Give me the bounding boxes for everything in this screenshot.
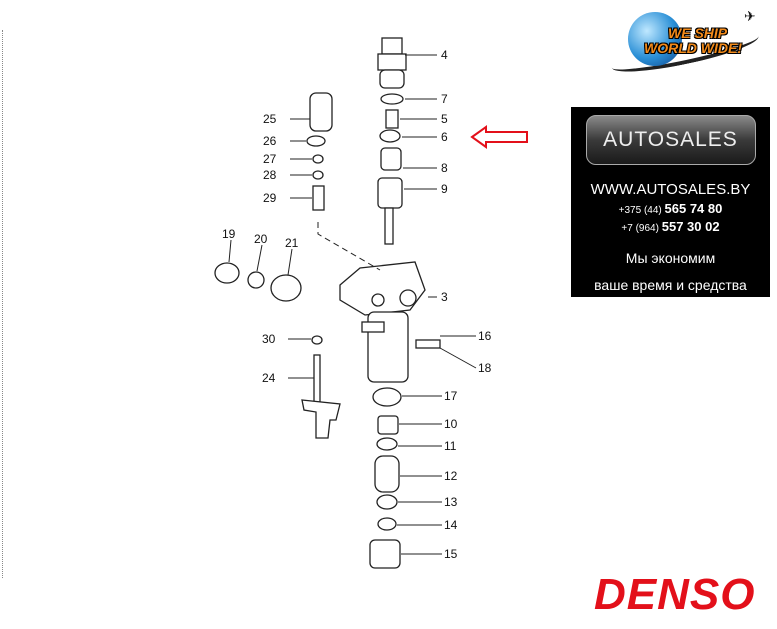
label-7: 7 [441,92,448,106]
left-border [2,30,3,578]
part-25-plug [309,92,333,132]
label-3: 3 [441,290,448,304]
label-4: 4 [441,48,448,62]
part-10-sleeve [377,415,399,435]
part-24-control-rod [301,354,341,439]
part-21-fitting [270,274,302,302]
label-6: 6 [441,130,448,144]
ad-slogan-2: ваше время и средства [594,277,747,293]
label-29: 29 [263,191,277,205]
part-27-nut [312,154,324,164]
label-12: 12 [444,469,458,483]
part-8-valve [380,147,402,171]
label-9: 9 [441,182,448,196]
part-9-plunger [377,177,403,245]
ad-url: WWW.AUTOSALES.BY [590,181,751,198]
label-17: 17 [444,389,458,403]
part-12-spring [374,455,400,493]
label-21: 21 [285,236,299,250]
label-11: 11 [444,439,457,453]
label-14: 14 [444,518,458,532]
part-28-nut [312,170,324,180]
label-25: 25 [263,112,277,126]
part-15-tappet [369,539,401,569]
label-15: 15 [444,547,458,561]
label-24: 24 [262,371,276,385]
ad-slogan-1: Мы экономим [625,250,716,266]
part-7-o-ring [380,93,404,105]
ship-line1: WE SHIP [668,25,728,41]
autosales-ad-banner[interactable]: AUTOSALES WWW.AUTOSALES.BY +375 (44) 565… [571,107,770,297]
autosales-logo: AUTOSALES [585,115,756,165]
label-26: 26 [263,134,277,148]
part-3-pump-body [339,261,426,383]
highlight-arrow-icon [470,125,528,149]
part-20-washer [247,271,265,289]
label-27: 27 [263,152,277,166]
assembly-line [317,222,381,271]
we-ship-world-wide-logo: ✈ WE SHIP WORLD WIDE! [606,8,771,80]
label-30: 30 [262,332,276,346]
part-19-screw [214,262,240,284]
label-13: 13 [444,495,458,509]
part-29-spring [312,185,325,211]
ship-line2: WORLD WIDE! [644,40,742,56]
label-28: 28 [263,168,277,182]
label-20: 20 [254,232,268,246]
part-11-seat [376,437,398,451]
label-18: 18 [478,361,492,375]
part-6-gasket [379,129,401,143]
part-26-washer [306,135,326,147]
part-18-lever [415,339,441,349]
part-5-spring [385,109,399,129]
label-8: 8 [441,161,448,175]
airplane-icon: ✈ [744,8,756,24]
label-5: 5 [441,112,448,126]
label-10: 10 [444,417,458,431]
label-16: 16 [478,329,492,343]
globe-icon [628,12,682,66]
part-14-shim [377,517,397,531]
part-13-seat [376,494,398,510]
denso-logo: DENSO [594,570,756,619]
label-19: 19 [222,227,236,241]
part-17-o-ring [372,387,402,407]
part-4-delivery-valve-holder [377,37,407,89]
phone-2: +7 (964) 557 30 02 [621,219,720,234]
phone-1: +375 (44) 565 74 80 [618,201,723,216]
leader-lines [228,54,477,555]
part-30-nut [311,335,323,345]
